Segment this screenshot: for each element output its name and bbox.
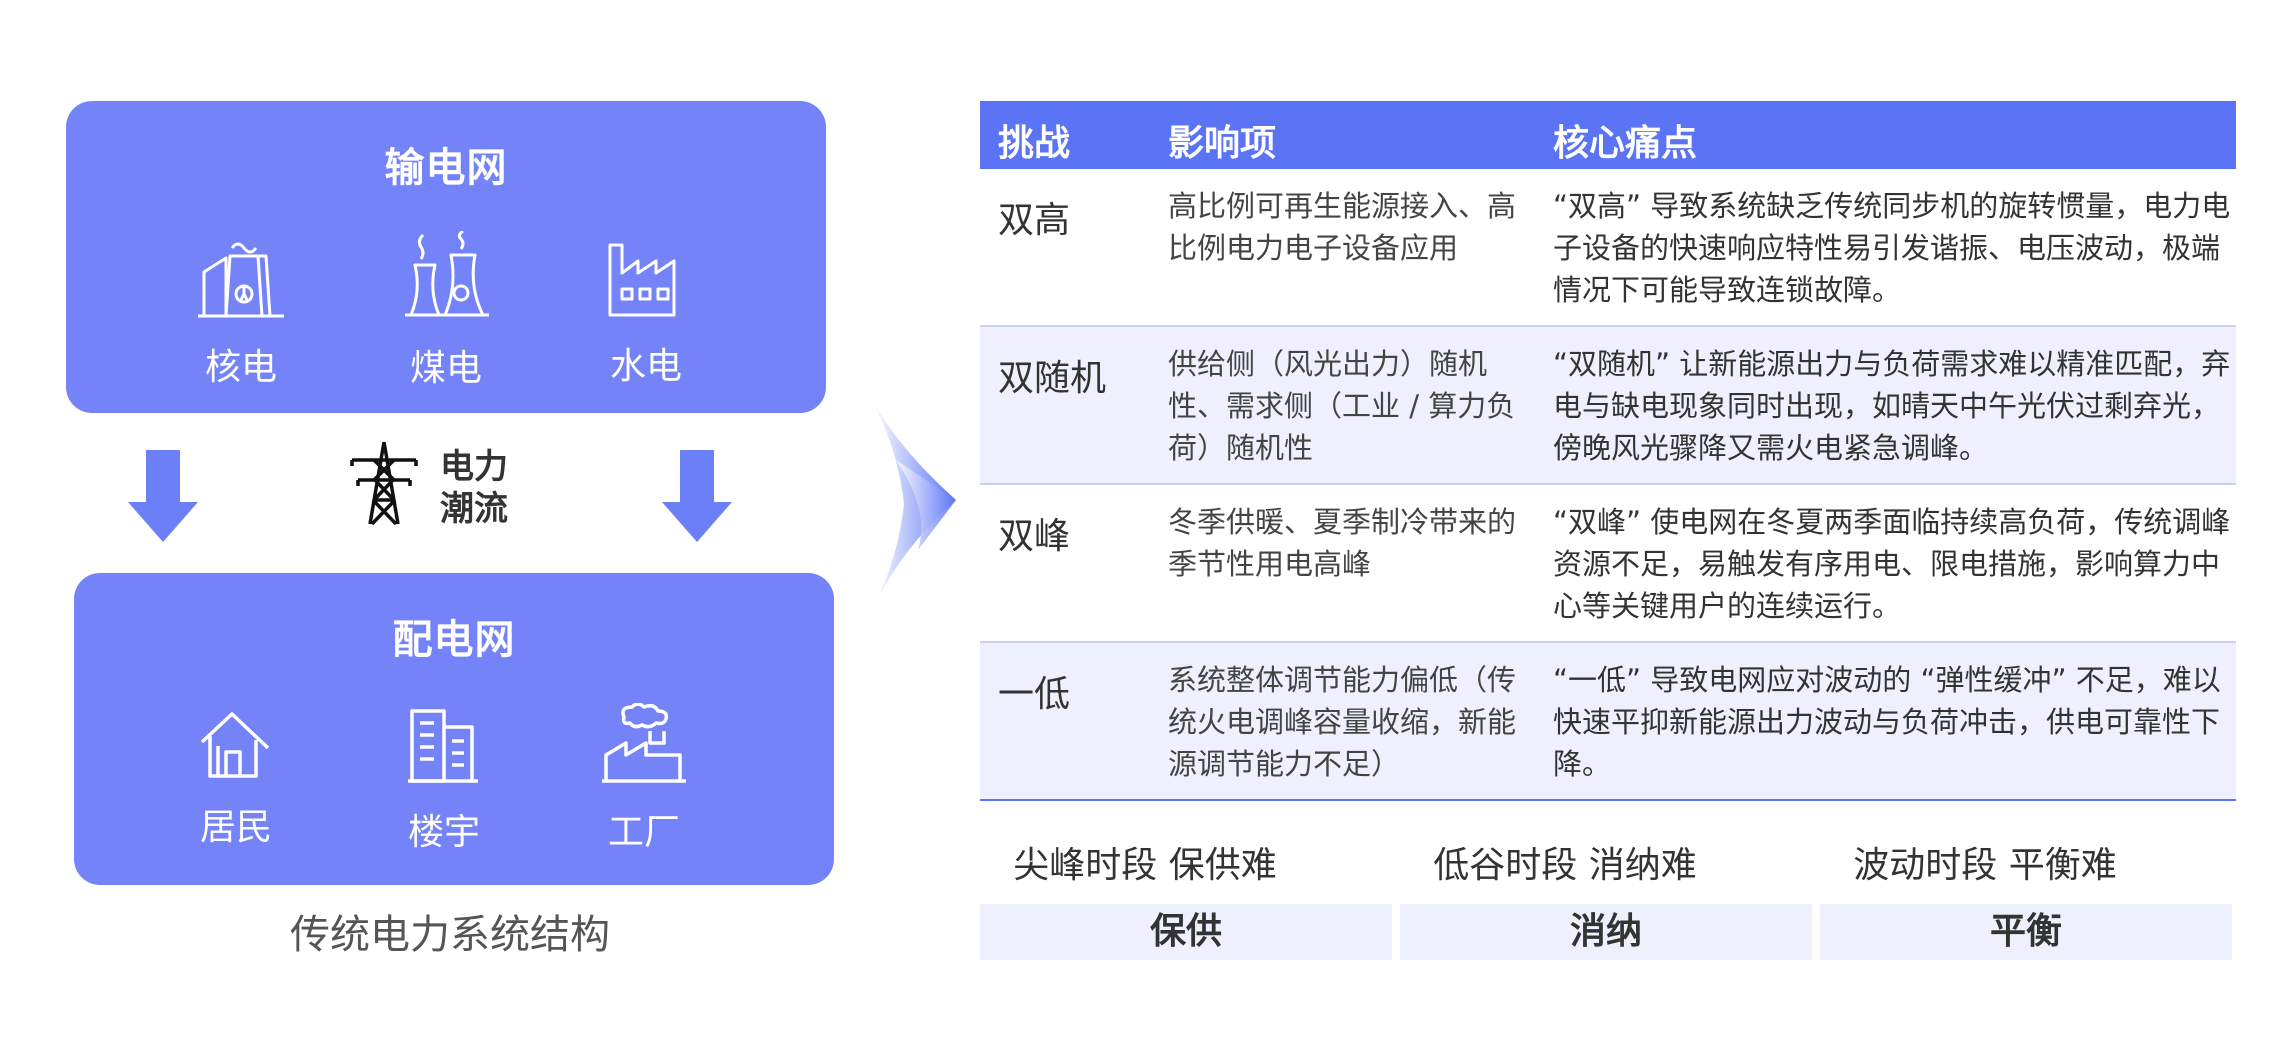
- transmission-tower-icon: [350, 441, 418, 526]
- building-icon: [408, 709, 478, 783]
- source-label: 水电: [609, 346, 682, 387]
- header-challenge: 挑战: [998, 123, 1071, 164]
- flow-label-line2: 潮流: [440, 489, 508, 529]
- impact-cell: 系统整体调节能力偏低（传统火电调峰容量收缩，新能源调节能力不足）: [1168, 663, 1517, 781]
- badge-balance: 平衡: [1820, 904, 2232, 960]
- load-factory: 工厂: [564, 703, 724, 855]
- load-label: 楼宇: [407, 812, 480, 853]
- power-flow-label: 电力 潮流: [348, 440, 528, 530]
- pain-cell: “双峰” 使电网在冬夏两季面临持续高负荷，传统调峰资源不足，易触发有序用电、限电…: [1553, 505, 2231, 623]
- house-icon: [200, 712, 270, 778]
- transmission-grid-panel: 输电网 核电 煤电: [66, 101, 826, 413]
- cooling-tower-icon: [405, 231, 489, 317]
- challenge-cell: 一低: [998, 674, 1071, 715]
- table-header: 挑战 影响项 核心痛点: [980, 101, 2236, 169]
- source-label: 核电: [204, 347, 277, 388]
- arrow-down-left-icon: [128, 450, 198, 542]
- chevron-right-arrow-icon: [872, 400, 956, 610]
- table-row: 双随机 供给侧（风光出力）随机性、需求侧（工业 / 算力负荷）随机性 “双随机”…: [980, 327, 2236, 485]
- industrial-plant-icon: [602, 703, 686, 783]
- table-row: 双高 高比例可再生能源接入、高比例电力电子设备应用 “双高” 导致系统缺乏传统同…: [980, 169, 2236, 327]
- arrow-down-right-icon: [662, 450, 732, 542]
- source-hydro: 水电: [566, 239, 726, 389]
- impact-cell: 高比例可再生能源接入、高比例电力电子设备应用: [1168, 189, 1517, 265]
- load-label: 工厂: [607, 812, 680, 853]
- transmission-grid-title: 输电网: [384, 145, 508, 191]
- load-label: 居民: [199, 807, 272, 848]
- load-residential: 居民: [156, 708, 316, 850]
- impact-cell: 供给侧（风光出力）随机性、需求侧（工业 / 算力负荷）随机性: [1168, 347, 1516, 465]
- pain-cell: “双高” 导致系统缺乏传统同步机的旋转惯量，电力电子设备的快速响应特性易引发谐振…: [1553, 189, 2231, 307]
- distribution-grid-panel: 配电网 居民: [74, 573, 834, 885]
- pain-cell: “一低” 导致电网应对波动的 “弹性缓冲” 不足，难以快速平抑新能源出力波动与负…: [1553, 663, 2221, 781]
- pain-cell: “双随机” 让新能源出力与负荷需求难以精准匹配，弃电与缺电现象同时出现，如晴天中…: [1553, 347, 2231, 465]
- period-peak: 尖峰时段 保供难: [1013, 845, 1277, 886]
- table-row: 双峰 冬季供暖、夏季制冷带来的季节性用电高峰 “双峰” 使电网在冬夏两季面临持续…: [980, 485, 2236, 643]
- source-nuclear: 核电: [161, 236, 321, 390]
- source-coal: 煤电: [366, 231, 526, 391]
- table-bottom-rule: [980, 799, 2236, 801]
- challenge-cell: 双高: [998, 200, 1071, 241]
- challenge-cell: 双峰: [998, 516, 1071, 557]
- challenge-cell: 双随机: [998, 358, 1107, 399]
- load-building: 楼宇: [364, 705, 524, 855]
- distribution-grid-title: 配电网: [392, 617, 516, 663]
- impact-cell: 冬季供暖、夏季制冷带来的季节性用电高峰: [1168, 505, 1517, 581]
- period-valley: 低谷时段 消纳难: [1433, 845, 1697, 886]
- left-caption: 传统电力系统结构: [290, 912, 610, 958]
- source-label: 煤电: [409, 348, 482, 389]
- table-row: 一低 系统整体调节能力偏低（传统火电调峰容量收缩，新能源调节能力不足） “一低”…: [980, 643, 2236, 799]
- nuclear-plant-icon: [198, 242, 284, 318]
- factory-icon: [608, 243, 676, 317]
- header-impact: 影响项: [1168, 123, 1277, 164]
- header-pain-point: 核心痛点: [1553, 123, 1698, 164]
- challenge-table: 挑战 影响项 核心痛点 双高 高比例可再生能源接入、高比例电力电子设备应用 “双…: [980, 101, 2236, 801]
- badge-supply: 保供: [980, 904, 1392, 960]
- period-fluctuation: 波动时段 平衡难: [1853, 845, 2117, 886]
- flow-label-line1: 电力: [440, 447, 508, 487]
- badge-absorb: 消纳: [1400, 904, 1812, 960]
